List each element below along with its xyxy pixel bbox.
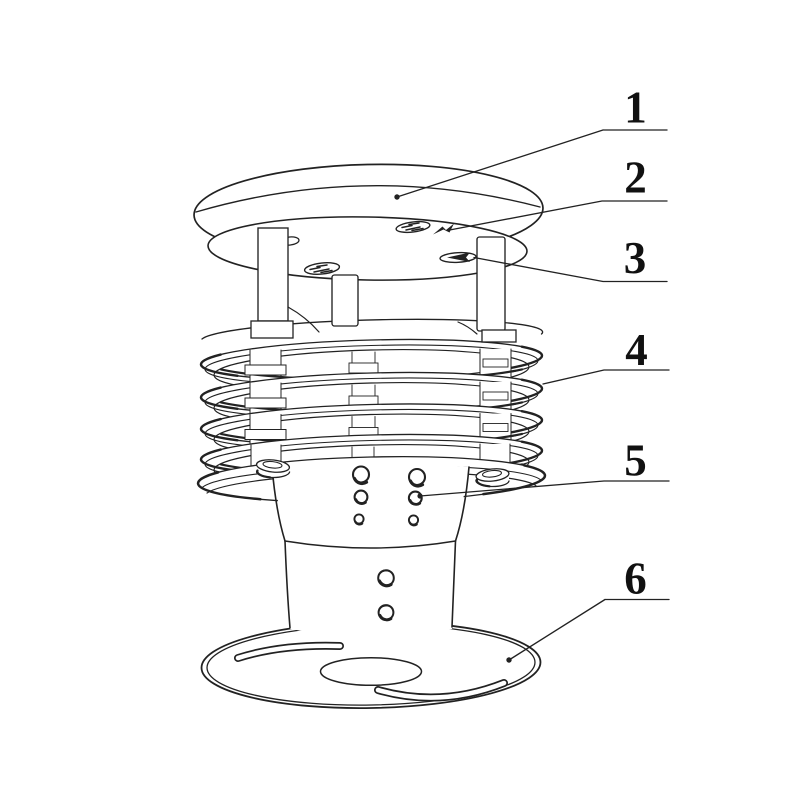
svg-text:5: 5 bbox=[624, 436, 647, 486]
svg-text:4: 4 bbox=[625, 325, 648, 375]
svg-text:1: 1 bbox=[624, 83, 647, 133]
svg-text:6: 6 bbox=[624, 554, 647, 604]
svg-text:3: 3 bbox=[624, 233, 647, 283]
svg-text:2: 2 bbox=[624, 153, 647, 203]
